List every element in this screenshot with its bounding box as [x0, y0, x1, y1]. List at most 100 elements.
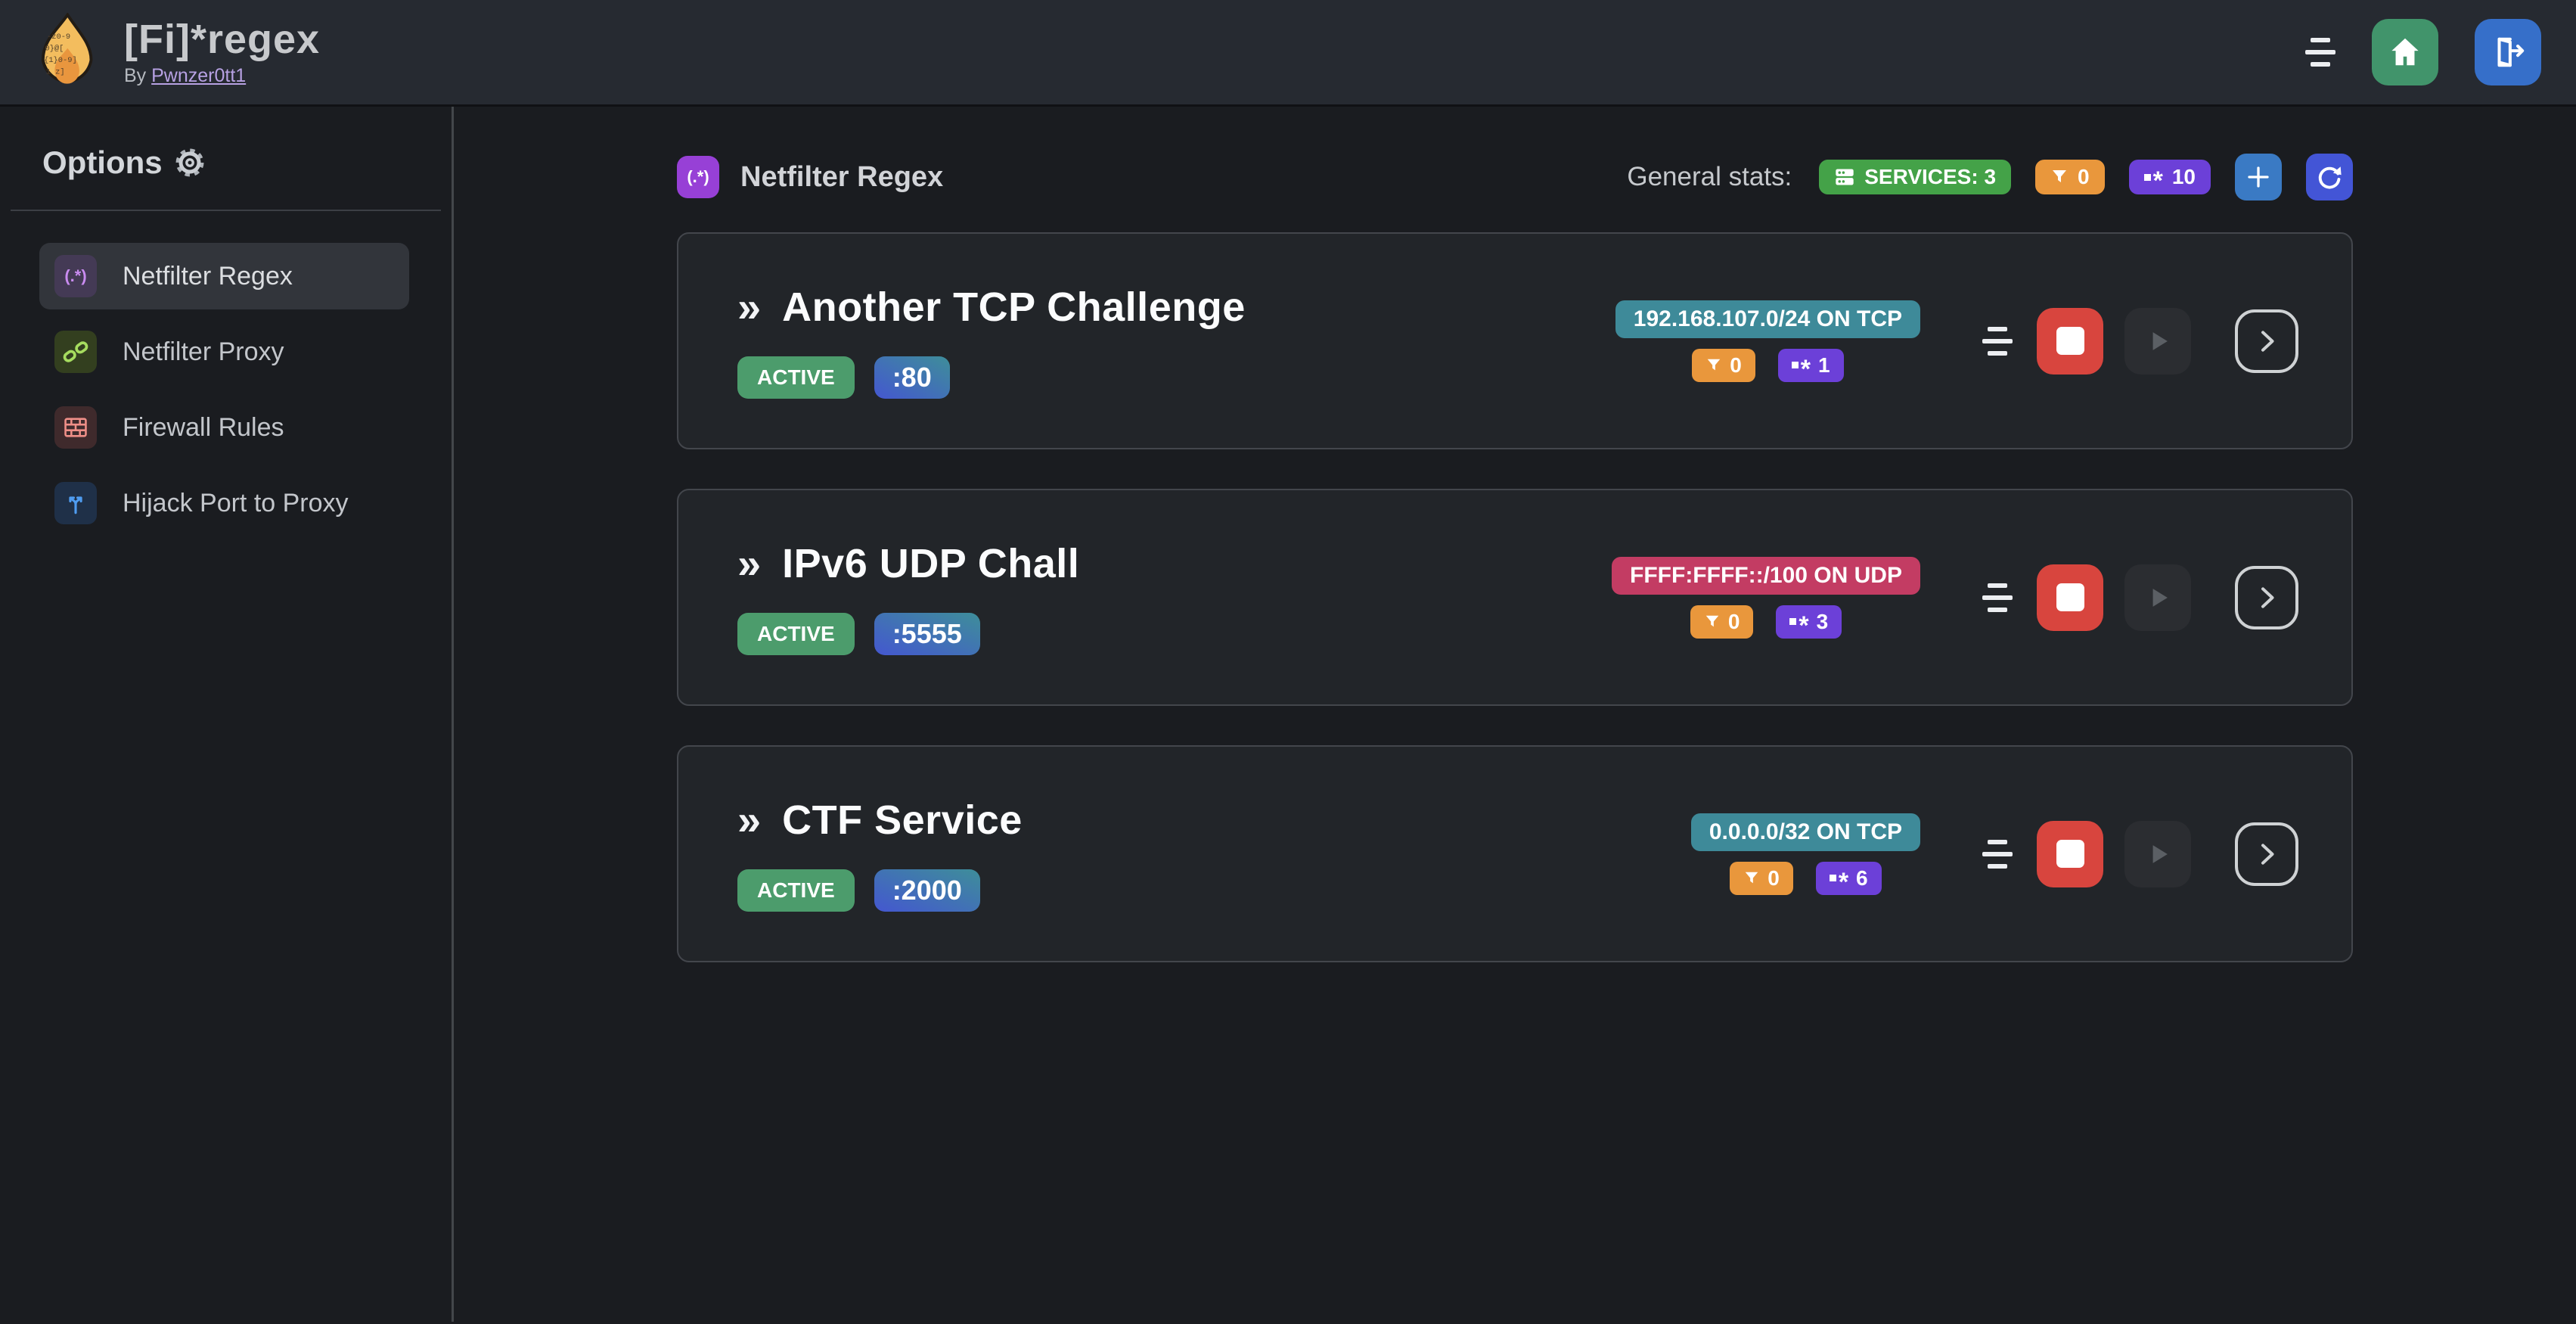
svg-text:0}@[: 0}@[ [45, 44, 64, 53]
flame-logo-icon: -z0-9 0}@[ {1}0-9] 1 z] [41, 13, 93, 84]
sidebar-item-netfilter-proxy[interactable]: Netfilter Proxy [39, 319, 409, 385]
svg-text:{1}0-9]: {1}0-9] [44, 56, 77, 65]
regex-section-icon: (.*) [677, 156, 719, 198]
regex-dot-star-icon: * [2143, 168, 2163, 194]
target-cidr-badge: FFFF:FFFF::/100 ON UDP [1612, 556, 1920, 595]
menu-list-icon[interactable] [2305, 38, 2335, 67]
sidebar-item-label: Netfilter Regex [123, 261, 293, 291]
general-stats: General stats: SERVICES: 3 [1627, 154, 2353, 200]
regex-count-badge: * 6 [1815, 861, 1882, 895]
stop-icon [2056, 327, 2084, 355]
stop-icon [2056, 840, 2084, 868]
refresh-icon [2318, 166, 2342, 189]
stats-label: General stats: [1627, 162, 1792, 191]
sidebar-item-label: Firewall Rules [123, 412, 284, 442]
options-heading: Options [0, 145, 452, 181]
status-badge: ACTIVE [737, 869, 855, 912]
section-header: (.*) Netfilter Regex General stats: [677, 154, 2353, 200]
service-name: IPv6 UDP Chall [782, 540, 1080, 586]
firewall-brick-icon [54, 406, 97, 449]
chevron-right-icon [2261, 330, 2274, 352]
sidebar-item-label: Netfilter Proxy [123, 337, 284, 366]
service-card: » Another TCP Challenge ACTIVE :80 192.1… [677, 232, 2353, 449]
status-badge: ACTIVE [737, 612, 855, 655]
sidebar-divider [11, 210, 441, 211]
port-badge: :80 [874, 356, 950, 399]
chain-link-icon [54, 331, 97, 373]
double-chevron-icon: » [737, 539, 762, 587]
filter-count-badge: 0 [1730, 861, 1793, 895]
funnel-icon [1745, 872, 1758, 883]
double-chevron-icon: » [737, 795, 762, 844]
service-name: CTF Service [782, 797, 1023, 843]
chevron-right-icon [2261, 843, 2274, 865]
card-menu-icon[interactable] [1982, 839, 2013, 869]
start-service-button[interactable] [2124, 307, 2191, 375]
app-title: [Fi]*regex [124, 16, 321, 62]
logout-icon [2497, 37, 2525, 67]
svg-text:1 z]: 1 z] [46, 68, 65, 77]
stop-service-button[interactable] [2037, 820, 2103, 887]
service-name: Another TCP Challenge [782, 284, 1246, 330]
author-link[interactable]: Pwnzer0tt1 [151, 65, 247, 87]
sidebar-item-netfilter-regex[interactable]: (.*) Netfilter Regex [39, 243, 409, 309]
home-icon [2391, 38, 2419, 66]
fork-arrows-icon [54, 482, 97, 524]
play-icon [2152, 844, 2168, 863]
logout-button[interactable] [2475, 19, 2541, 85]
port-badge: :5555 [874, 612, 980, 655]
open-service-button[interactable] [2235, 565, 2298, 629]
open-service-button[interactable] [2235, 309, 2298, 373]
regex-count-badge: * 1 [1777, 348, 1844, 382]
sidebar-item-label: Hijack Port to Proxy [123, 488, 349, 517]
target-cidr-badge: 192.168.107.0/24 ON TCP [1615, 300, 1920, 338]
card-menu-icon[interactable] [1982, 583, 2013, 612]
section-title: Netfilter Regex [740, 160, 944, 193]
open-service-button[interactable] [2235, 822, 2298, 886]
regex-icon: (.*) [54, 255, 97, 297]
port-badge: :2000 [874, 869, 980, 912]
main-area: (.*) Netfilter Regex General stats: [454, 107, 2576, 1322]
start-service-button[interactable] [2124, 820, 2191, 887]
funnel-icon [2053, 170, 2067, 182]
regex-count-badge: * 3 [1776, 605, 1842, 639]
filter-count-badge: 0 [1692, 348, 1755, 382]
filter-count-badge: 0 [1690, 605, 1754, 639]
app-title-block: [Fi]*regex By Pwnzer0tt1 [124, 17, 320, 87]
home-button[interactable] [2372, 19, 2438, 85]
start-service-button[interactable] [2124, 564, 2191, 631]
status-badge: ACTIVE [737, 356, 855, 399]
regex-dot-star-icon: * [1789, 613, 1809, 639]
funnel-icon [1707, 359, 1721, 370]
funnel-icon [1705, 615, 1719, 626]
gear-icon [175, 148, 204, 177]
sidebar: Options (.*) Netfilter Regex Ne [0, 107, 454, 1322]
refresh-button[interactable] [2306, 154, 2353, 200]
services-count-badge: SERVICES: 3 [1819, 160, 2012, 194]
regex-dot-star-icon: * [1791, 356, 1811, 382]
sidebar-item-firewall-rules[interactable]: Firewall Rules [39, 394, 409, 461]
service-card-list: » Another TCP Challenge ACTIVE :80 192.1… [677, 232, 2353, 962]
server-icon [1836, 169, 1854, 185]
add-service-button[interactable] [2235, 154, 2282, 200]
chevron-right-icon [2261, 586, 2274, 608]
byline: By Pwnzer0tt1 [124, 65, 247, 87]
filters-count-badge: 0 [2035, 160, 2105, 194]
card-menu-icon[interactable] [1982, 326, 2013, 356]
double-chevron-icon: » [737, 282, 762, 331]
stop-service-button[interactable] [2037, 307, 2103, 375]
stop-service-button[interactable] [2037, 564, 2103, 631]
svg-text:-z0-9: -z0-9 [47, 33, 70, 42]
regex-count-badge: * 10 [2128, 160, 2211, 194]
play-icon [2152, 588, 2168, 607]
service-card: » CTF Service ACTIVE :2000 0.0.0.0/32 ON… [677, 745, 2353, 962]
target-cidr-badge: 0.0.0.0/32 ON TCP [1690, 813, 1920, 851]
play-icon [2152, 331, 2168, 350]
plus-icon [2248, 166, 2269, 188]
service-card: » IPv6 UDP Chall ACTIVE :5555 FFFF:FFFF:… [677, 489, 2353, 706]
sidebar-nav: (.*) Netfilter Regex Netfilter Proxy [0, 243, 452, 536]
sidebar-item-hijack-port[interactable]: Hijack Port to Proxy [39, 470, 409, 536]
stop-icon [2056, 583, 2084, 611]
top-navbar: -z0-9 0}@[ {1}0-9] 1 z] [Fi]*regex By Pw… [0, 0, 2576, 107]
regex-dot-star-icon: * [1829, 869, 1848, 895]
